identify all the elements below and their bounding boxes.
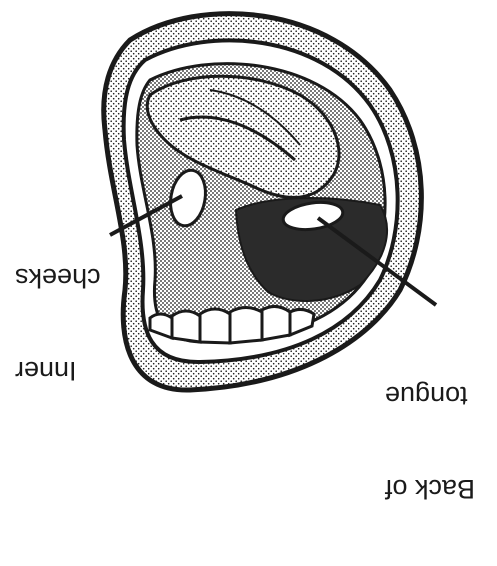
label-inner-cheeks-line2: cheeks [15, 262, 101, 293]
label-inner-cheeks: Inner cheeks [15, 200, 101, 448]
label-back-of-tongue-line1: Back of [385, 473, 475, 504]
label-inner-cheeks-line1: Inner [15, 355, 101, 386]
label-back-of-tongue-line2: tongue [385, 380, 475, 411]
mouth-diagram: Inner cheeks Back of tongue [0, 0, 497, 401]
label-back-of-tongue: Back of tongue [385, 318, 475, 566]
